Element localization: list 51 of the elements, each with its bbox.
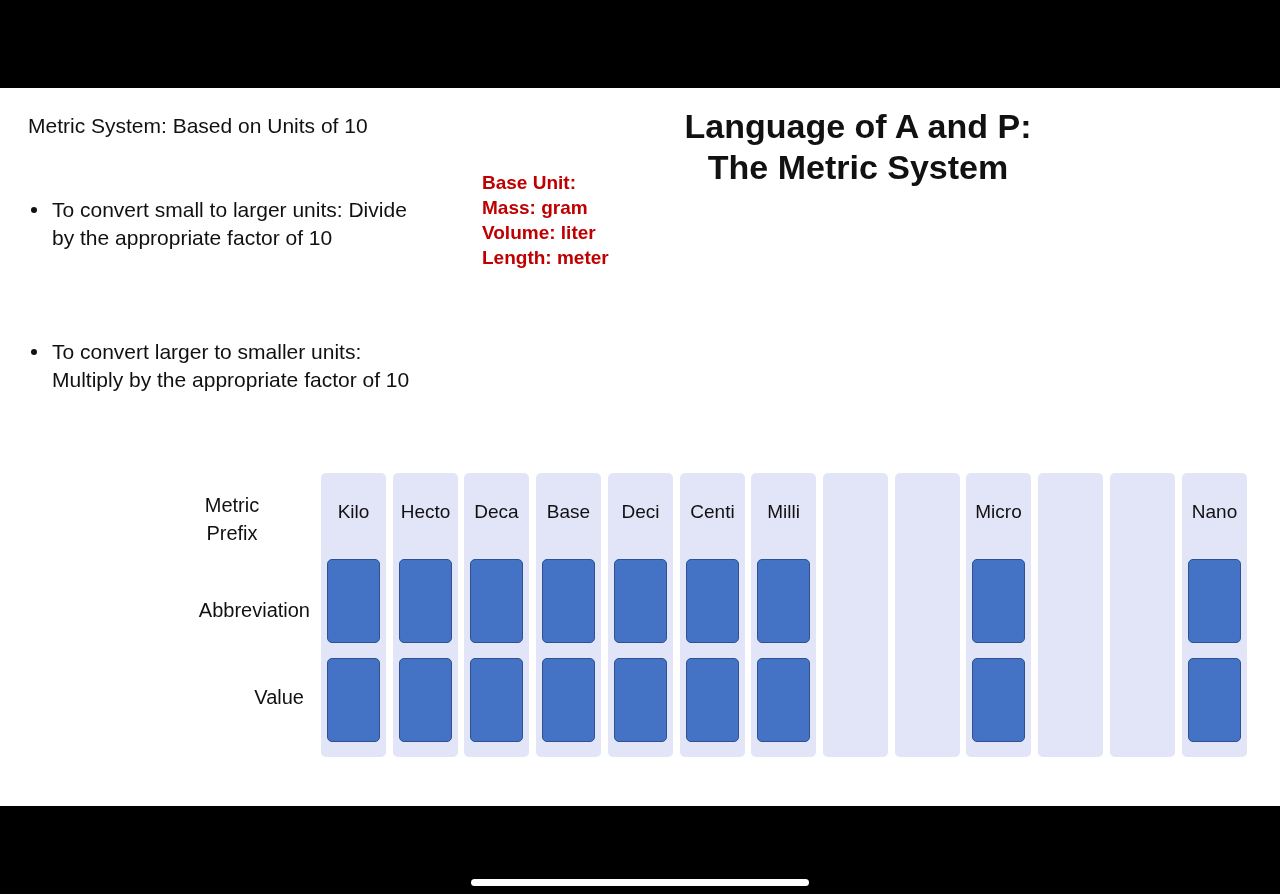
prefix-label: Hecto <box>399 501 452 523</box>
column-band <box>464 473 529 757</box>
column-band <box>680 473 745 757</box>
bullet-text: To convert larger to smaller units: Multiply by the appropriate factor of 10 <box>52 339 411 393</box>
answer-box <box>1188 559 1241 643</box>
answer-box <box>972 559 1025 643</box>
answer-box <box>757 559 810 643</box>
column-band <box>608 473 673 757</box>
column-band <box>823 473 888 757</box>
answer-box <box>327 658 380 742</box>
answer-box <box>470 658 523 742</box>
slide-title: Language of A and P: The Metric System <box>683 106 1033 188</box>
answer-box <box>399 658 452 742</box>
prefix-label: Centi <box>689 501 736 523</box>
column-band <box>751 473 816 757</box>
column-band <box>1110 473 1175 757</box>
column-band <box>895 473 960 757</box>
row-label: Abbreviation <box>197 598 310 623</box>
prefix-label: Kilo <box>336 501 371 523</box>
prefix-label: Micro <box>974 501 1023 523</box>
column-band <box>966 473 1031 757</box>
answer-box <box>686 559 739 643</box>
prefix-label: Base <box>545 501 592 523</box>
prefix-label: Deci <box>620 501 661 523</box>
answer-box <box>1188 658 1241 742</box>
answer-box <box>399 559 452 643</box>
heading-text: Metric System: Based on Units of 10 <box>28 113 369 139</box>
answer-box <box>327 559 380 643</box>
column-band <box>321 473 386 757</box>
answer-box <box>686 658 739 742</box>
column-band <box>1182 473 1247 757</box>
bullet-text: To convert small to larger units: Divide by the appropriate factor of 10 <box>52 197 408 251</box>
column-band <box>393 473 458 757</box>
answer-box <box>614 658 667 742</box>
unit-text: Length: meter <box>482 246 610 270</box>
column-band <box>1038 473 1103 757</box>
unit-text: Mass: gram <box>482 196 589 220</box>
answer-box <box>470 559 523 643</box>
unit-text: Volume: liter <box>482 221 597 245</box>
answer-box <box>542 559 595 643</box>
row-label: Metric Prefix <box>203 493 261 546</box>
answer-box <box>972 658 1025 742</box>
column-band <box>536 473 601 757</box>
prefix-label: Milli <box>766 501 801 523</box>
prefix-label: Nano <box>1190 501 1239 523</box>
answer-box <box>614 559 667 643</box>
answer-box <box>542 658 595 742</box>
base-unit-heading: Base Unit: <box>482 171 577 195</box>
prefix-label: Deca <box>473 501 520 523</box>
answer-box <box>757 658 810 742</box>
row-label: Value <box>253 685 304 710</box>
